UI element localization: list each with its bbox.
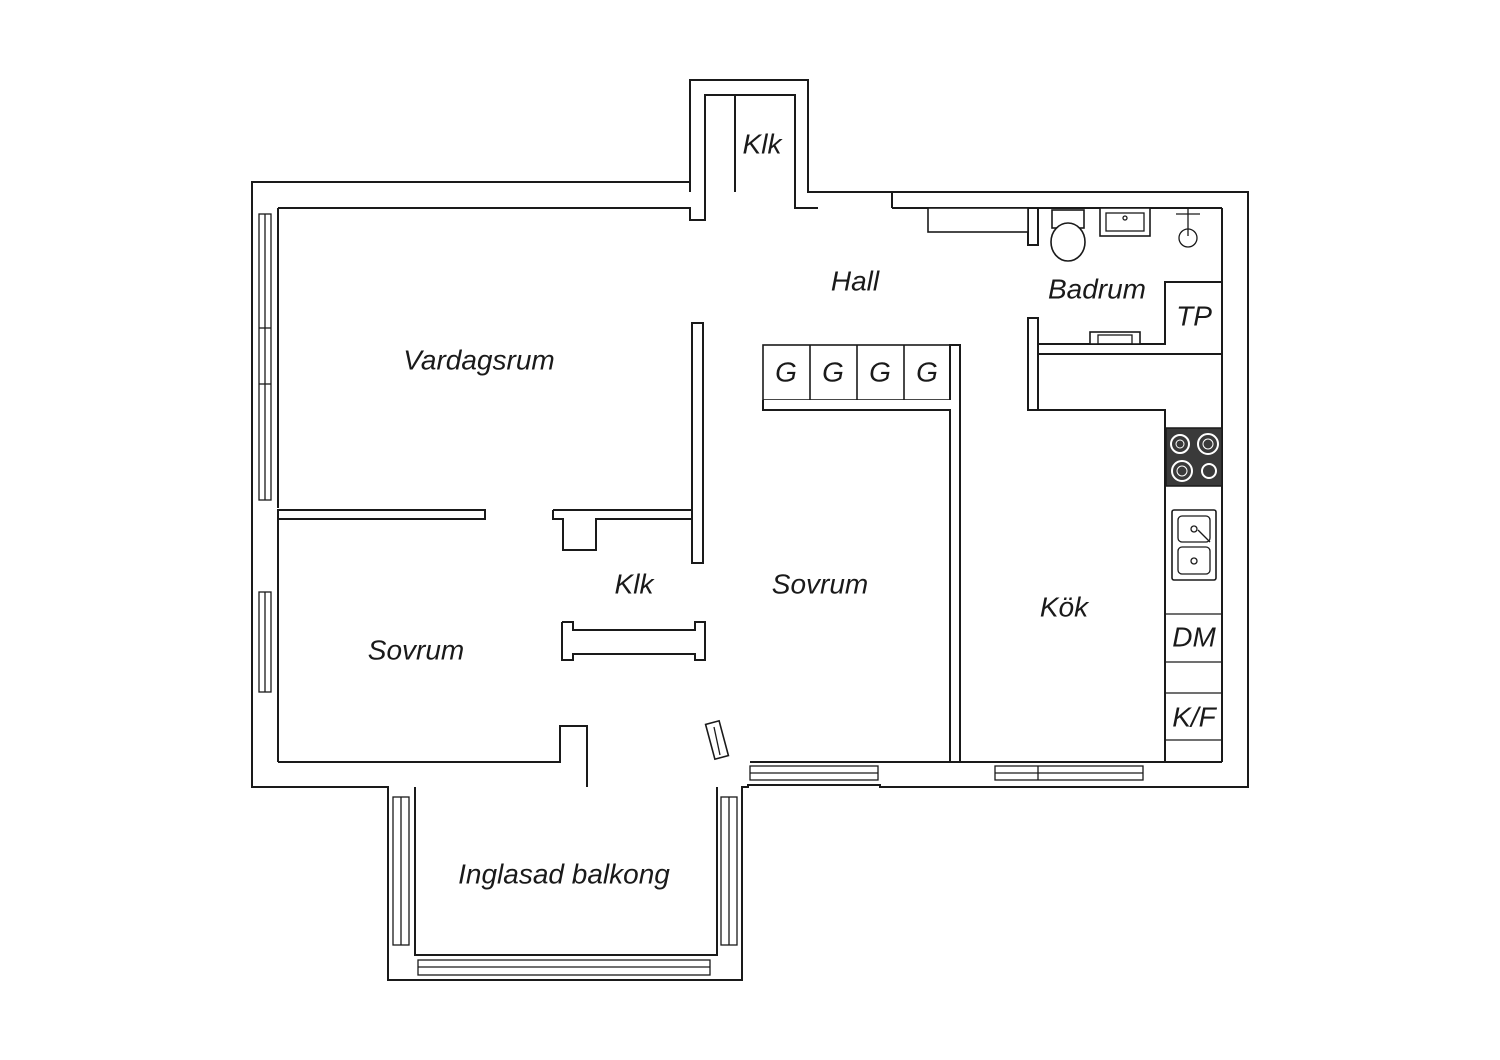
room-labels: Klk Hall Badrum TP Vardagsrum G G G G Kl…: [368, 128, 1218, 889]
wardrobe-label-3: G: [869, 356, 891, 387]
room-label-sovrum-center: Sovrum: [772, 568, 868, 599]
kitchen-sink-icon: [1171, 509, 1217, 581]
sink-icon: [1099, 207, 1151, 237]
room-label-klk-top: Klk: [743, 128, 784, 159]
window-left-lower: [258, 591, 272, 693]
room-label-sovrum-left: Sovrum: [368, 634, 464, 665]
stove-icon: [1165, 427, 1223, 487]
wardrobe-label-4: G: [916, 356, 938, 387]
exterior-walls: [251, 79, 1249, 981]
wardrobe-label-2: G: [822, 356, 844, 387]
interior-walls: [277, 207, 1222, 763]
room-label-badrum: Badrum: [1048, 273, 1146, 304]
window-balcony-right: [720, 796, 738, 946]
room-label-balkong: Inglasad balkong: [458, 858, 670, 889]
window-bottom-right: [994, 765, 1144, 781]
wardrobe-label-1: G: [775, 356, 797, 387]
window-left-upper: [258, 213, 272, 501]
room-label-klk-mid: Klk: [615, 568, 656, 599]
room-label-vardagsrum: Vardagsrum: [403, 344, 554, 375]
room-label-hall: Hall: [831, 265, 880, 296]
bathroom-fixtures: [1050, 207, 1200, 262]
fixture-label-kf: K/F: [1172, 701, 1217, 732]
room-label-kok: Kök: [1040, 591, 1090, 622]
shower-icon: [1176, 208, 1200, 248]
fixture-label-tp: TP: [1176, 300, 1212, 331]
window-balcony-left: [392, 796, 410, 946]
window-balcony-bottom: [417, 959, 711, 976]
toilet-icon: [1050, 209, 1086, 262]
fixture-label-dm: DM: [1172, 621, 1216, 652]
window-bottom-center: [749, 765, 879, 781]
kitchen-fixtures: [1165, 427, 1223, 741]
